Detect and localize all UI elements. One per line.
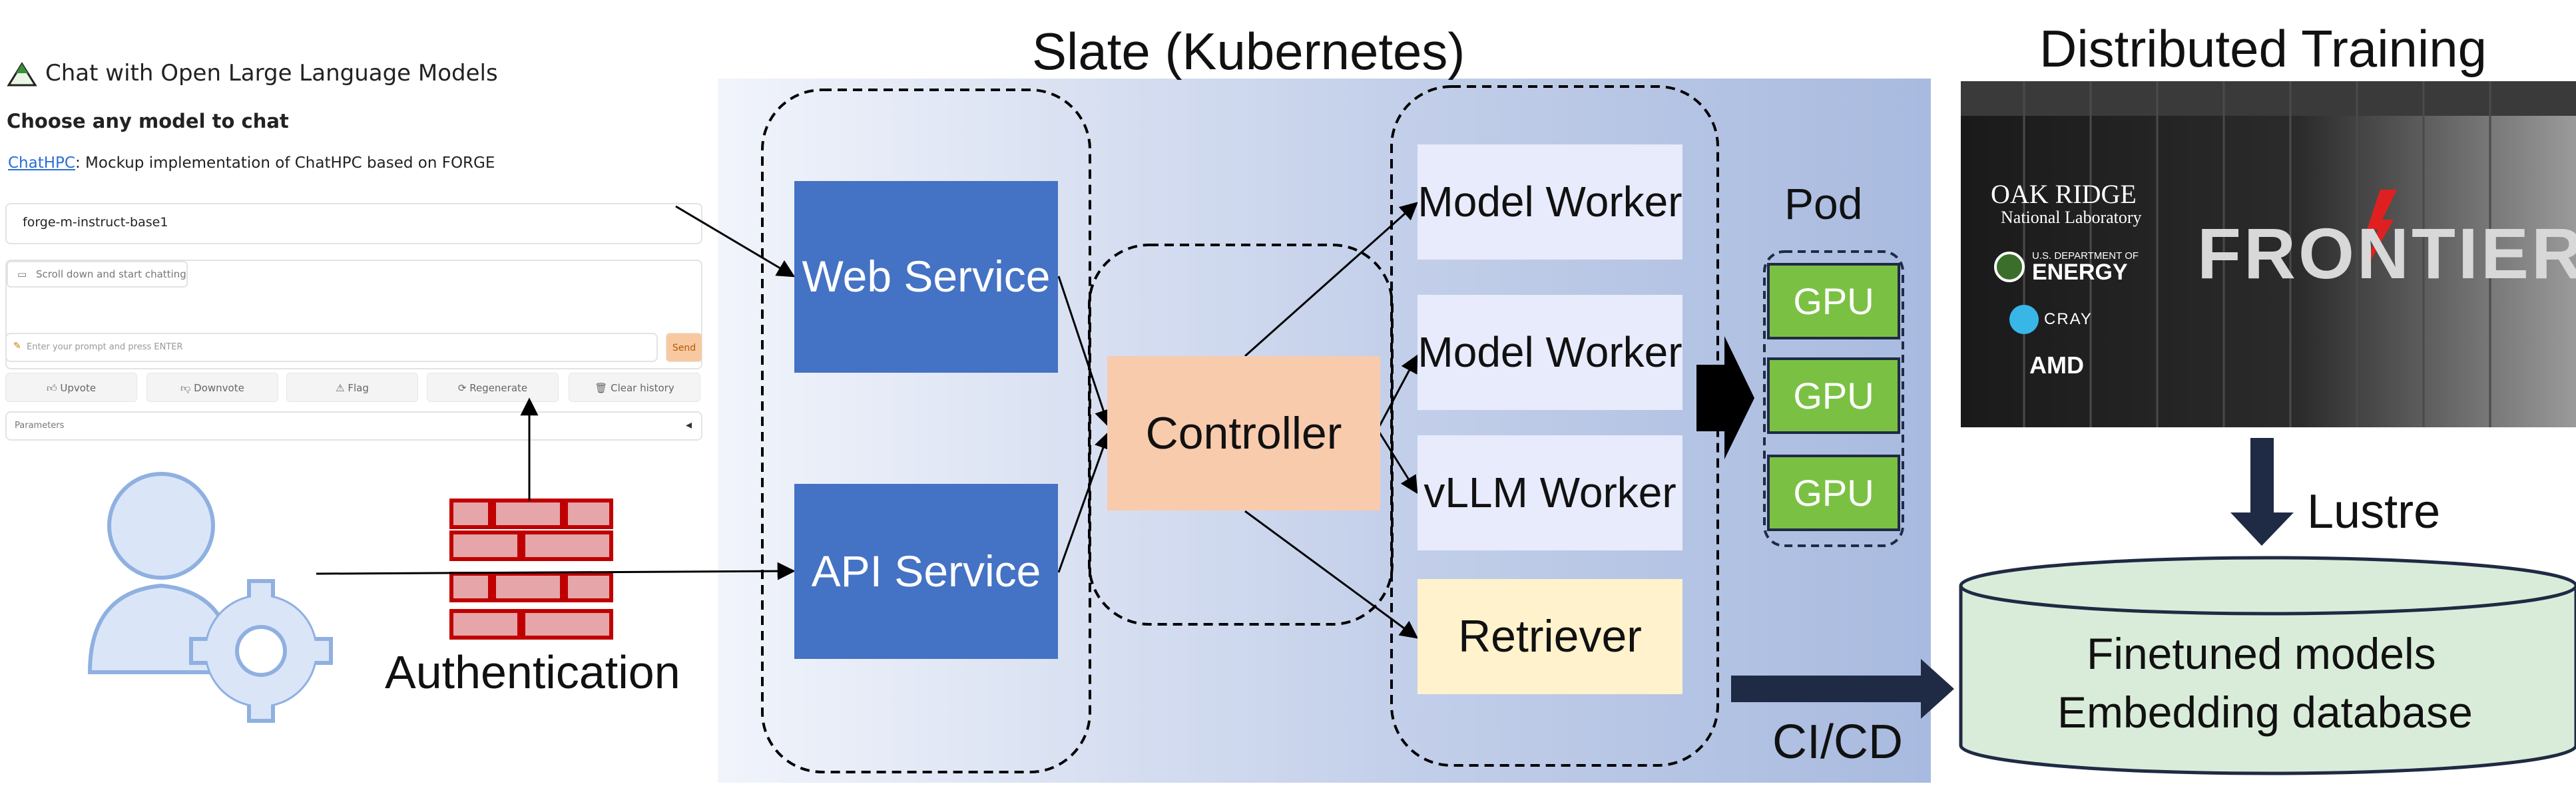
send-button[interactable]: Send: [666, 333, 702, 362]
flag-button[interactable]: ⚠ Flag: [286, 373, 418, 402]
chat-icon: ▭: [17, 268, 27, 280]
model-select[interactable]: forge-m-instruct-base1: [5, 203, 702, 244]
downvote-button[interactable]: 👎︎ Downvote: [146, 373, 278, 402]
services-group-border: [761, 89, 1091, 773]
parameters-label: Parameters: [15, 421, 65, 431]
doe-seal-icon: [1994, 252, 2025, 282]
pod-group-border: [1763, 250, 1904, 547]
doe-logo-line1: U.S. DEPARTMENT OF: [2032, 250, 2139, 262]
controller-to-retriever-arrow: [1244, 510, 1419, 639]
model-worker-1-box: Model Worker: [1417, 144, 1682, 260]
regenerate-label: Regenerate: [469, 382, 528, 394]
workers-group-border: [1390, 85, 1719, 767]
pod-label: Pod: [1784, 179, 1863, 228]
doe-logo-line2: ENERGY: [2032, 260, 2128, 285]
controller-to-vllm-arrow: [1378, 432, 1418, 495]
training-title: Distributed Training: [2039, 19, 2487, 78]
chathpc-description: : Mockup implementation of ChatHPC based…: [75, 154, 495, 172]
pencil-icon: ✎: [13, 341, 21, 351]
web-to-controller-arrow: [1057, 276, 1113, 428]
frontier-logo-text: FRONTIER: [2197, 213, 2576, 294]
flag-label: Flag: [348, 382, 369, 394]
model-select-value: forge-m-instruct-base1: [23, 215, 168, 230]
clear-history-label: Clear history: [611, 382, 674, 394]
controller-box: Controller: [1107, 356, 1380, 510]
cicd-arrow: [1731, 659, 1954, 719]
prompt-placeholder: Enter your prompt and press ENTER: [27, 342, 183, 352]
firewall-icon: [449, 499, 613, 640]
workers-to-gpu-arrow: [1696, 336, 1754, 459]
gpu-2-box: GPU: [1767, 357, 1900, 434]
trash-icon: 🗑︎: [595, 382, 611, 394]
chat-title: Chat with Open Large Language Models: [45, 60, 498, 87]
chat-tab-label: Scroll down and start chatting: [36, 268, 186, 280]
slate-title: Slate (Kubernetes): [1032, 22, 1465, 81]
connection-arrows: [316, 202, 1419, 639]
api-to-controller-arrow: [1057, 431, 1112, 573]
lustre-label: Lustre: [2307, 485, 2441, 538]
chat-description: ChatHPC: Mockup implementation of ChatHP…: [8, 154, 495, 172]
gpu-1-box: GPU: [1767, 263, 1900, 339]
cicd-label: CI/CD: [1772, 715, 1903, 769]
lustre-arrow: [2230, 438, 2294, 546]
upvote-button[interactable]: 👍︎ Upvote: [5, 373, 137, 402]
refresh-icon: ⟳: [457, 382, 470, 394]
user-to-api-arrow: [316, 562, 796, 580]
mountain-icon: [7, 62, 37, 87]
chat-subtitle: Choose any model to chat: [7, 110, 289, 132]
gpu-3-box: GPU: [1767, 455, 1900, 531]
downvote-label: Downvote: [194, 382, 244, 394]
thumbs-up-icon: 👍︎: [46, 382, 61, 394]
controller-to-worker1-arrow: [1244, 202, 1419, 357]
warning-icon: ⚠: [336, 382, 348, 394]
storage-cylinder: [1959, 556, 2576, 775]
upvote-label: Upvote: [60, 382, 97, 394]
regenerate-button[interactable]: ⟳ Regenerate: [427, 373, 559, 402]
retriever-box: Retriever: [1417, 579, 1682, 694]
amd-logo-text: AMD: [2029, 351, 2084, 379]
parameters-accordion[interactable]: Parameters ◂: [5, 411, 702, 441]
user-settings-icon: [87, 472, 333, 723]
api-service-box: API Service: [794, 484, 1058, 659]
web-service-box: Web Service: [794, 181, 1058, 373]
controller-to-worker2-arrow: [1378, 354, 1418, 427]
thumbs-down-icon: 👎︎: [180, 382, 194, 394]
storage-line2: Embedding database: [2057, 688, 2473, 737]
clear-history-button[interactable]: 🗑︎ Clear history: [569, 373, 700, 402]
authentication-label: Authentication: [385, 646, 680, 698]
chat-tab[interactable]: ▭ Scroll down and start chatting: [7, 261, 188, 288]
cray-logo-text: CRAY: [2044, 310, 2093, 328]
storage-line1: Finetuned models: [2087, 629, 2436, 678]
collapse-arrow-icon: ◂: [686, 418, 692, 432]
vllm-worker-box: vLLM Worker: [1417, 435, 1682, 550]
model-worker-2-box: Model Worker: [1417, 295, 1682, 410]
prompt-input[interactable]: ✎ Enter your prompt and press ENTER: [5, 333, 658, 362]
cray-logo-icon: [2009, 305, 2039, 334]
chathpc-link[interactable]: ChatHPC: [8, 154, 75, 172]
ui-to-web-arrow: [675, 205, 796, 278]
frontier-supercomputer-image: [1961, 81, 2576, 427]
ornl-logo-text: OAK RIDGE: [1991, 179, 2137, 209]
ornl-logo-subtext: National Laboratory: [2001, 208, 2142, 227]
